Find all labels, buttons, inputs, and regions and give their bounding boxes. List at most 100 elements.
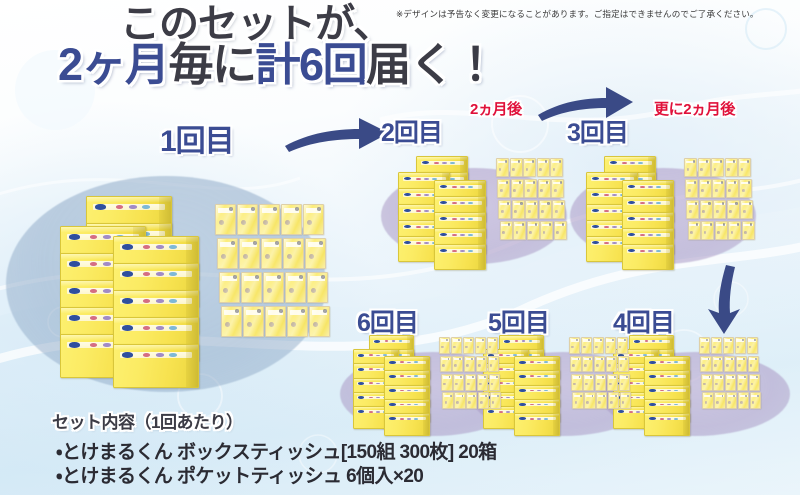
pocket-tissue-pack	[524, 179, 538, 198]
pocket-tissue-pack	[584, 392, 596, 410]
pocket-tissue-pack	[511, 200, 525, 219]
pocket-tissue-pack	[572, 392, 584, 410]
curved-arrow-right-icon-1	[285, 118, 389, 152]
pocket-tissue-pack	[550, 158, 563, 177]
pocket-tissue-pack	[738, 158, 751, 177]
pocket-tissue-pack	[746, 337, 758, 354]
pocket-tissue-pack	[551, 179, 565, 198]
pocket-tissue-pack	[215, 204, 236, 235]
round-label-4: 4回目	[613, 309, 675, 337]
pocket-tissue-pack	[712, 179, 726, 198]
tissue-box	[434, 244, 486, 270]
interval-label-second: 更に2ヵ月後	[654, 101, 735, 118]
round-label-2: 2回目	[381, 119, 443, 147]
pocket-tissue-pack	[724, 374, 737, 391]
pocket-tissue-pack	[713, 374, 725, 391]
pocket-tissue-pack	[722, 337, 735, 354]
pocket-tissue-pack	[303, 204, 324, 235]
pocket-tissue-pack	[307, 272, 328, 303]
pocket-tissue-pack	[265, 306, 286, 337]
pocket-tissue-pack	[616, 337, 628, 354]
pocket-tissue-pack	[239, 238, 260, 269]
pocket-tissue-pack	[592, 337, 605, 354]
pocket-tissue-pack	[219, 272, 240, 303]
pocket-tissue-pack	[728, 221, 742, 240]
pocket-tissue-pack	[583, 374, 595, 391]
pocket-tissue-pack	[618, 374, 631, 391]
pocket-tissue-pack	[724, 158, 738, 177]
pocket-tissue-pack	[440, 355, 452, 373]
pocket-tissue-pack	[725, 392, 738, 410]
pocket-tissue-pack	[523, 158, 536, 177]
tissue-box	[622, 244, 674, 270]
pocket-tissue-pack	[725, 179, 739, 198]
headline: このセットが、 2ヶ月毎に計6回届く！	[58, 2, 498, 90]
pocket-tissue-pack	[287, 306, 308, 337]
tissue-box	[113, 344, 199, 388]
pocket-tissue-pack	[513, 221, 527, 240]
pocket-tissue-pack	[710, 337, 723, 354]
pocket-tissue-pack	[510, 179, 524, 198]
pocket-tissue-pack	[607, 392, 620, 410]
pocket-tissue-pack	[454, 392, 466, 410]
pocket-tissue-pack	[595, 392, 608, 410]
pocket-tissue-pack	[476, 374, 489, 391]
pocket-tissue-pack	[741, 221, 755, 240]
pocket-tissue-pack	[488, 374, 501, 391]
pocket-tissue-pack	[450, 337, 463, 354]
headline-line-1: このセットが、	[120, 2, 393, 46]
curved-arrow-right-icon-2	[538, 87, 633, 121]
pocket-tissue-pack	[475, 355, 488, 373]
pocket-tissue-pack	[739, 179, 753, 198]
pocket-tissue-pack	[536, 158, 550, 177]
pocket-tissue-pack	[462, 337, 475, 354]
pocket-tissue-pack	[726, 200, 740, 219]
pocket-tissue-pack	[735, 355, 748, 373]
pocket-tissue-pack	[593, 355, 606, 373]
pocket-tissue-pack	[537, 179, 551, 198]
set-contents-heading: セット内容（1回あたり）	[52, 413, 243, 432]
design-change-disclaimer: ※デザインは予告なく変更になることがあります。ご指定はできませんのでご了承くださ…	[396, 9, 759, 19]
pocket-tissue-pack	[581, 355, 594, 373]
pocket-tissue-pack	[699, 200, 713, 219]
pocket-tissue-pack	[700, 355, 712, 373]
tissue-box	[384, 412, 431, 436]
pocket-tissue-pack	[309, 306, 330, 337]
pocket-tissue-pack	[526, 221, 540, 240]
pocket-tissue-pack	[237, 204, 258, 235]
pocket-tissue-pack	[281, 204, 302, 235]
pocket-tissue-pack	[594, 374, 607, 391]
pocket-tissue-pack	[736, 374, 749, 391]
pocket-tissue-pack	[619, 392, 632, 410]
headline-line-2: 2ヶ月毎に計6回届く！	[58, 39, 498, 90]
pocket-tissue-pack	[617, 355, 630, 373]
pocket-tissue-pack	[243, 306, 264, 337]
pocket-tissue-pack	[713, 200, 727, 219]
product-group-round-3	[576, 150, 776, 280]
pocket-tissue-pack	[737, 392, 750, 410]
pocket-tissue-pack	[571, 374, 583, 391]
pocket-tissue-pack	[261, 238, 282, 269]
pocket-tissue-pack	[606, 374, 619, 391]
pocket-tissue-pack	[697, 158, 711, 177]
pocket-tissue-pack	[605, 355, 618, 373]
pocket-tissue-pack	[569, 337, 581, 354]
headline-part-count: 計6回	[255, 39, 368, 90]
pocket-tissue-pack	[553, 221, 567, 240]
set-contents-item-1: ・とけまるくん ボックスティッシュ[150組 300枚] 20箱	[56, 442, 497, 463]
headline-part-every: 毎に	[168, 39, 258, 90]
round-label-3: 3回目	[567, 119, 629, 147]
pocket-tissue-pack	[496, 158, 509, 177]
pocket-tissue-pack	[498, 200, 512, 219]
pocket-tissue-pack	[570, 355, 582, 373]
curved-arrow-down-icon	[708, 265, 740, 334]
pocket-tissue-pack	[439, 337, 451, 354]
pocket-tissue-pack	[217, 238, 238, 269]
product-group-round-1	[0, 0, 340, 400]
product-group-round-6	[344, 330, 544, 460]
pocket-tissue-pack	[684, 158, 697, 177]
pocket-tissue-pack	[687, 221, 701, 240]
pocket-tissue-pack	[464, 374, 477, 391]
pocket-tissue-pack	[474, 337, 487, 354]
pocket-tissue-pack	[698, 179, 712, 198]
